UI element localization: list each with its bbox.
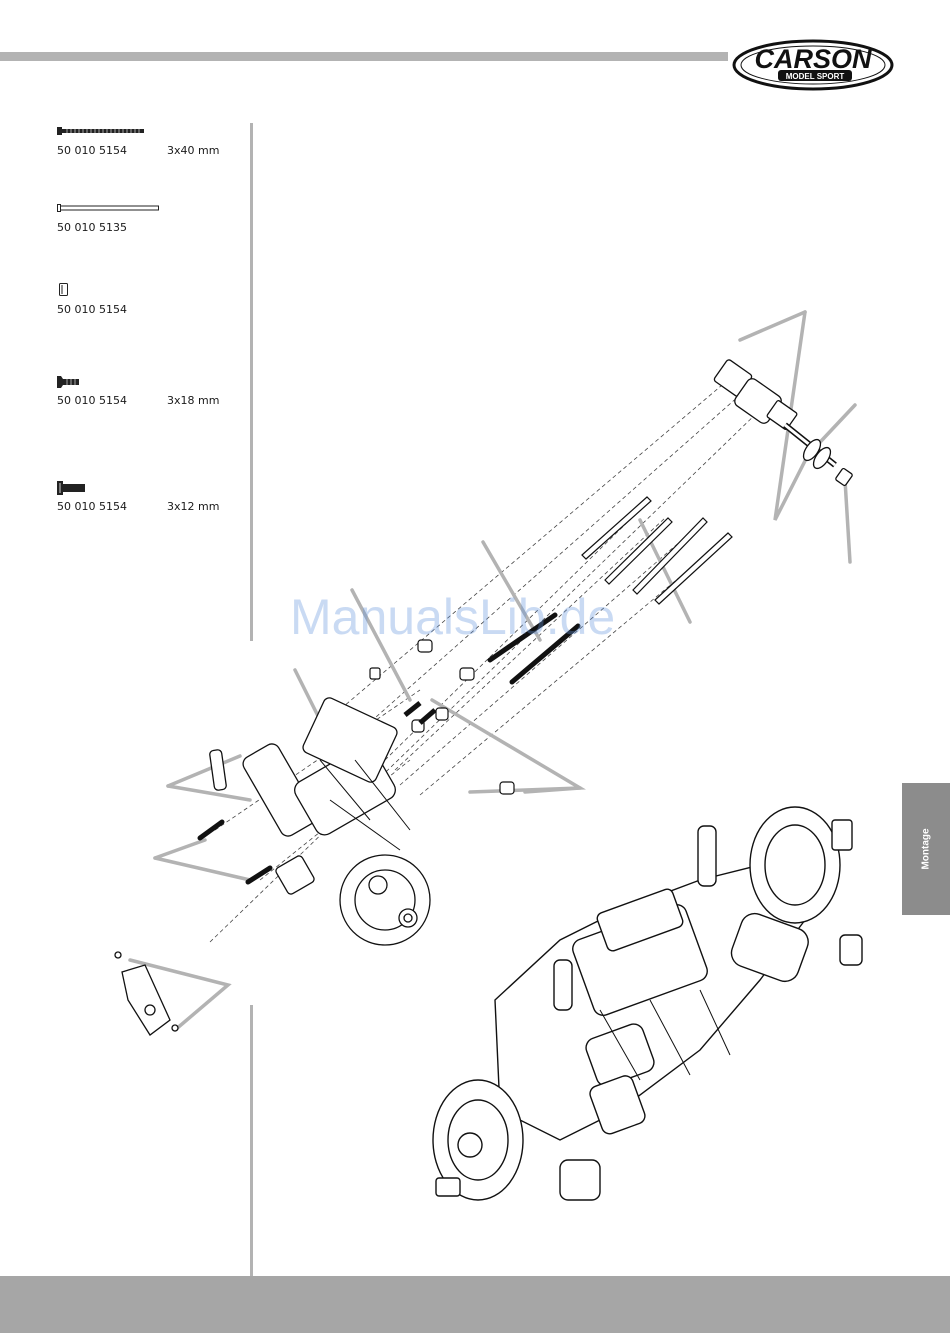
footer-bar — [0, 1276, 950, 1333]
watermark: ManualsLib.de — [290, 588, 615, 646]
assembly-guide-lines — [210, 380, 760, 942]
section-tab-label: Montage — [921, 828, 932, 869]
section-tab: Montage — [902, 783, 950, 915]
gearbox-assembly — [209, 696, 430, 945]
gearbox-screws — [200, 822, 270, 882]
assembled-axle — [433, 807, 862, 1200]
